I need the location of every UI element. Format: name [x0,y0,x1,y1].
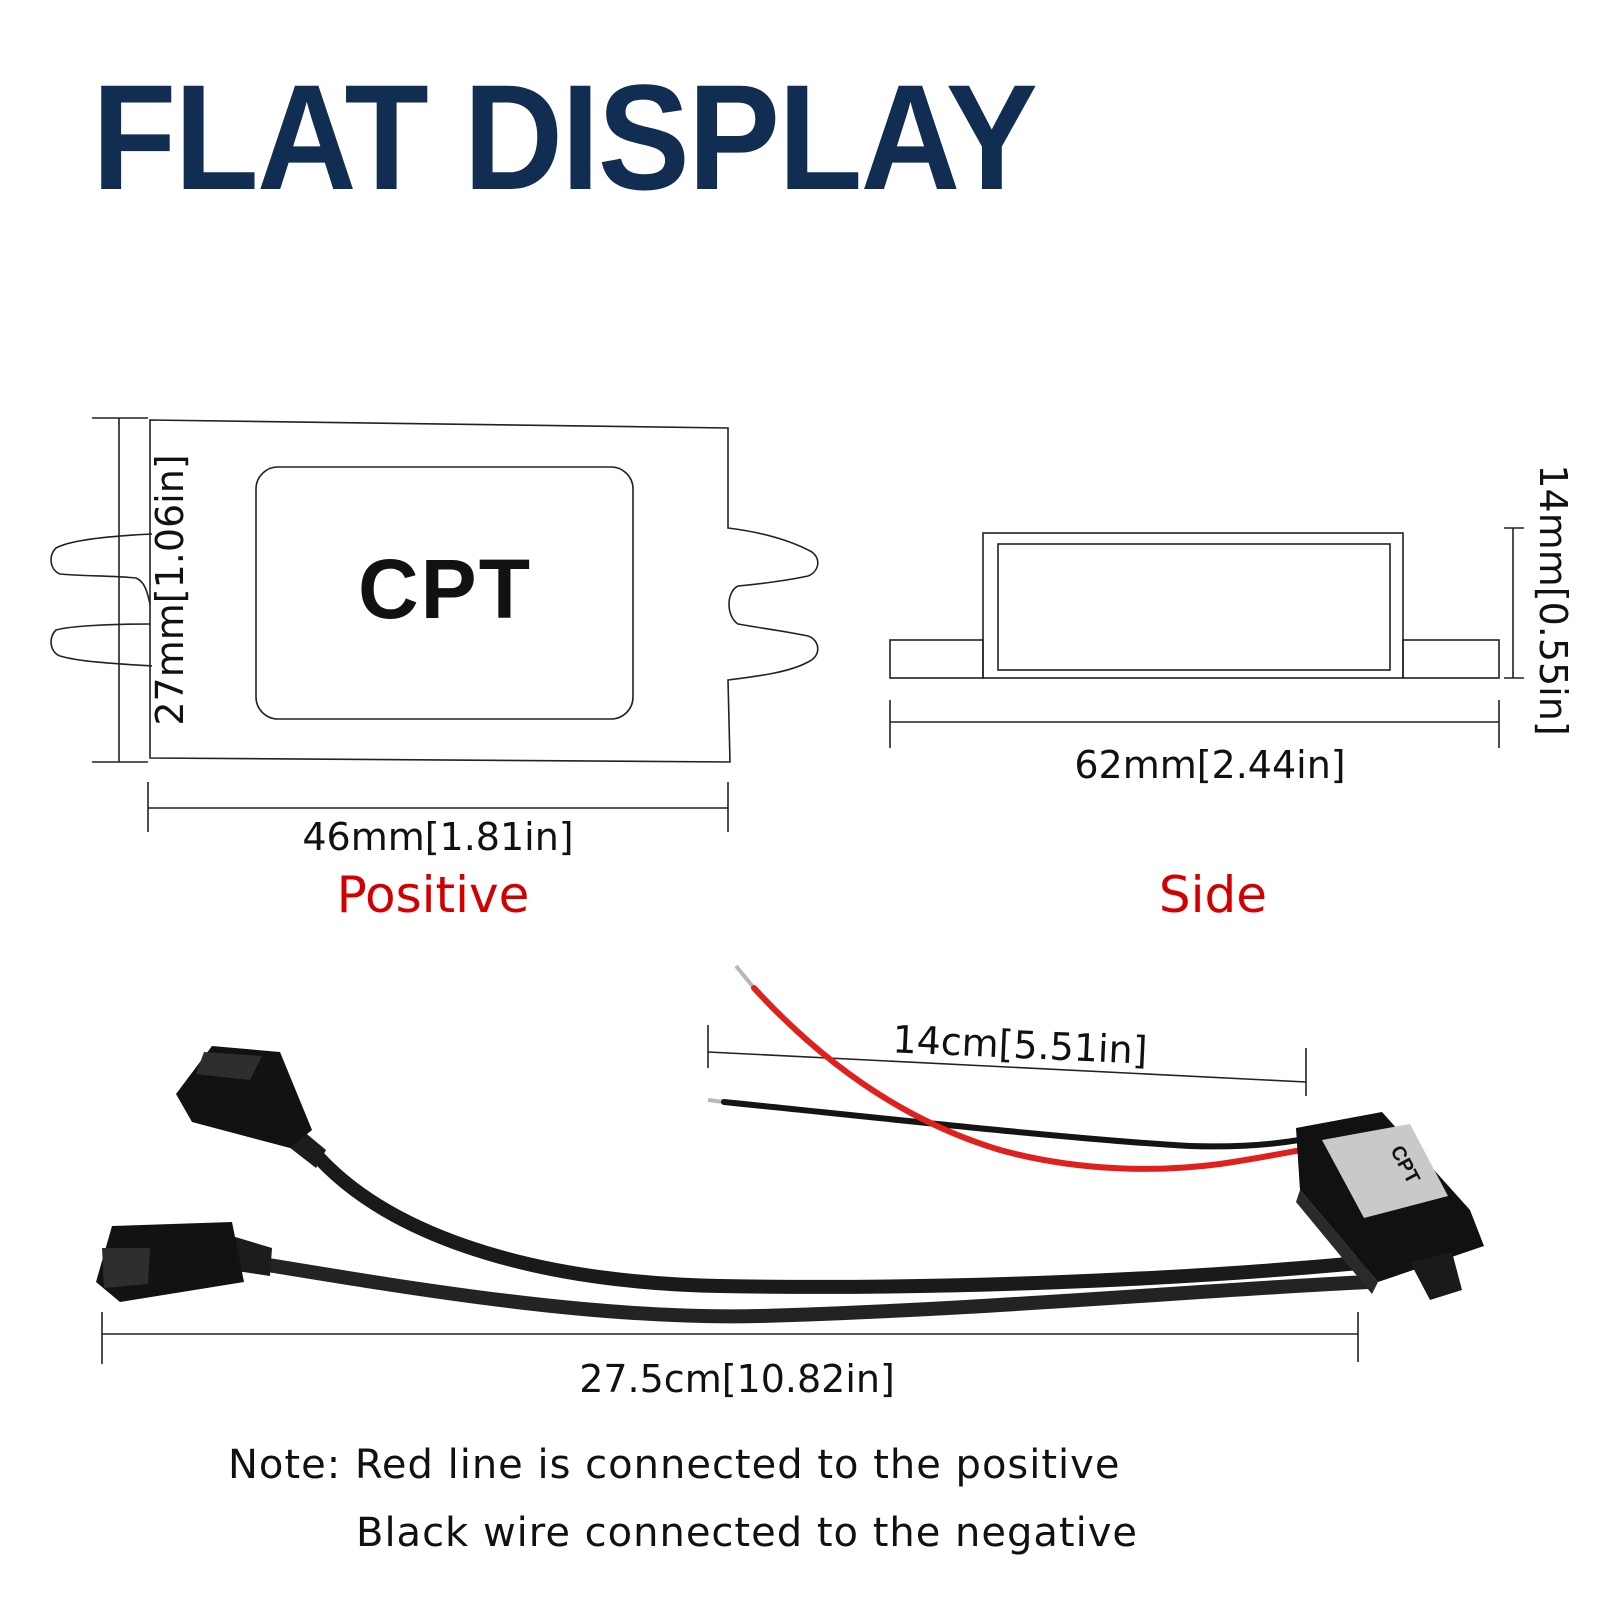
cable-photo: 14cm[5.51in] [96,964,1484,1401]
side-body-outer [982,532,1404,679]
page-title: FLAT DISPLAY [92,53,1038,221]
total-length-dimension [101,1312,1359,1364]
front-view [50,417,819,832]
red-input-wire [751,985,1315,1172]
converter-module: CPT [1296,1112,1484,1300]
front-label-plate [255,466,634,720]
note-line-positive: Note: Red line is connected to the posit… [228,1442,1121,1488]
front-height-label: 27mm[1.06in] [148,454,192,725]
black-input-wire [721,1099,1313,1150]
front-view-caption: Positive [337,866,530,924]
side-view-caption: Side [1159,866,1267,924]
input-lead-length-label: 14cm[5.51in] [892,1017,1149,1073]
side-height-label: 14mm[0.55in] [1531,464,1575,735]
upper-usb-connector [176,1046,326,1168]
side-flange-left [889,639,984,679]
front-view-outline [149,419,819,763]
front-logo: CPT [358,542,532,636]
upper-usb-cable [305,1143,1377,1294]
side-body-inner [997,543,1391,671]
side-width-label: 62mm[2.44in] [1074,743,1345,787]
input-lead-dimension-line [707,1051,1307,1083]
side-flange-right [1402,639,1500,679]
upper-usb-socket [196,1052,262,1080]
note-line-negative: Black wire connected to the negative [356,1510,1138,1556]
red-wire-stripped-tip [734,964,756,990]
left-mounting-tab-lower [50,623,153,667]
module-mounting-tab [1410,1252,1462,1300]
lower-usb-connector [96,1222,272,1302]
front-width-label: 46mm[1.81in] [302,815,573,859]
module-side-shading [1296,1190,1378,1294]
left-mounting-tab-upper [50,533,153,605]
total-length-label: 27.5cm[10.82in] [579,1357,895,1401]
module-label [1322,1124,1448,1218]
side-view [889,527,1524,748]
lower-usb-socket [102,1248,150,1288]
input-lead-dimension [707,1025,1307,1096]
lower-usb-cable [255,1257,1375,1324]
